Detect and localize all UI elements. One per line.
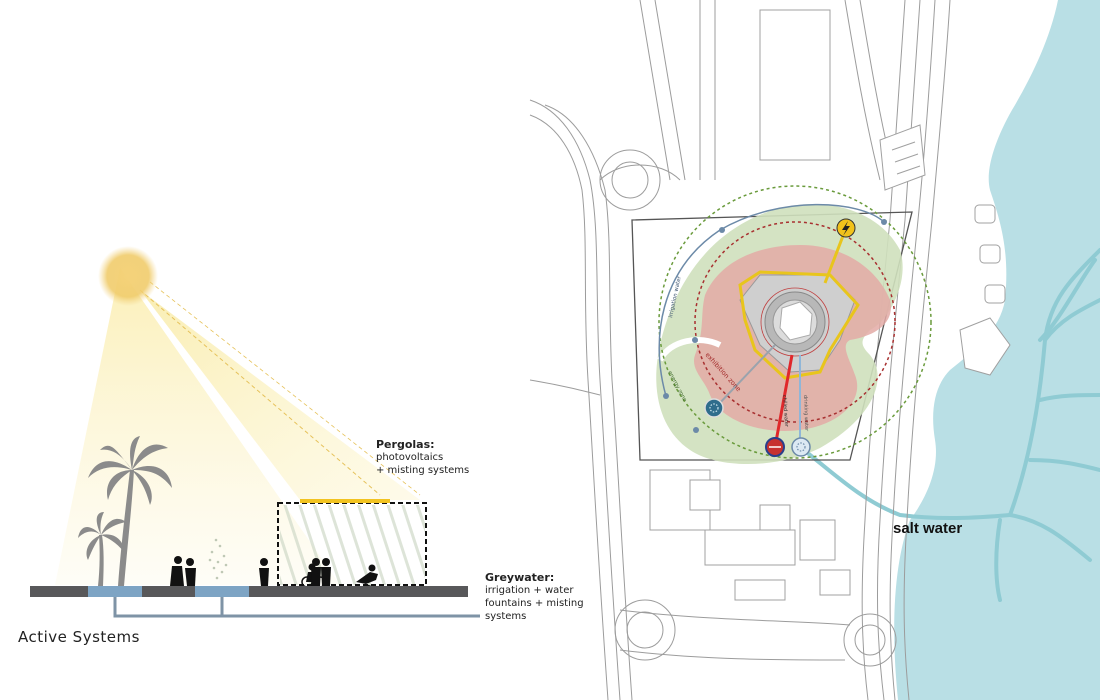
greywater-pipe (113, 597, 480, 618)
pergola-mist (280, 505, 425, 585)
greywater-tank (88, 586, 142, 597)
fountain-mist (208, 538, 228, 580)
pump-icon (765, 437, 785, 457)
greywater-line-1: irrigation + water (485, 585, 574, 596)
salt-water-pipes (798, 248, 1100, 602)
inner-zone-ring (760, 287, 830, 357)
greywater-tank (195, 586, 249, 597)
yellow-energy-boundary (738, 270, 860, 380)
sun-ray-line (149, 281, 421, 496)
outer-zone-ring (658, 185, 932, 459)
energy-line (823, 227, 848, 284)
pergolas-line-2: + misting systems (376, 465, 470, 476)
salt-water-label: salt water (893, 520, 963, 537)
greywater-line-2: fountains + misting (485, 598, 584, 609)
section-diagram (30, 246, 480, 618)
greywater-line-3: systems (485, 611, 527, 622)
chiller-icon (704, 398, 724, 418)
greywater-title: Greywater (485, 571, 550, 584)
greywater-label: Greywater: irrigation + water fountains … (485, 571, 584, 622)
section-caption: Active Systems (18, 628, 140, 646)
chilled-line (715, 344, 776, 408)
site-plan: irrigation water energy zone exhibition … (529, 0, 1100, 700)
pergolas-title: Pergolas (376, 438, 431, 451)
palm-tree-large (88, 436, 172, 586)
pergolas-label: Pergolas: photovoltaics + misting system… (376, 438, 470, 476)
lightning-icon (836, 218, 856, 238)
people-silhouettes (170, 556, 378, 588)
drinking-line (773, 354, 794, 448)
buildings (649, 9, 1011, 601)
exhibition-zone-ring (694, 221, 896, 423)
label-chilled-water: chilled water (781, 395, 789, 428)
palm-tree-small (78, 512, 126, 586)
label-drinking-water: drinking water (802, 395, 809, 432)
sun-beam-right (140, 290, 420, 500)
sun-ray-line (139, 289, 381, 496)
water-treatment-icon (791, 437, 811, 457)
pergolas-line-1: photovoltaics (376, 452, 444, 463)
sun-icon (98, 246, 158, 306)
road-network (529, 0, 951, 700)
